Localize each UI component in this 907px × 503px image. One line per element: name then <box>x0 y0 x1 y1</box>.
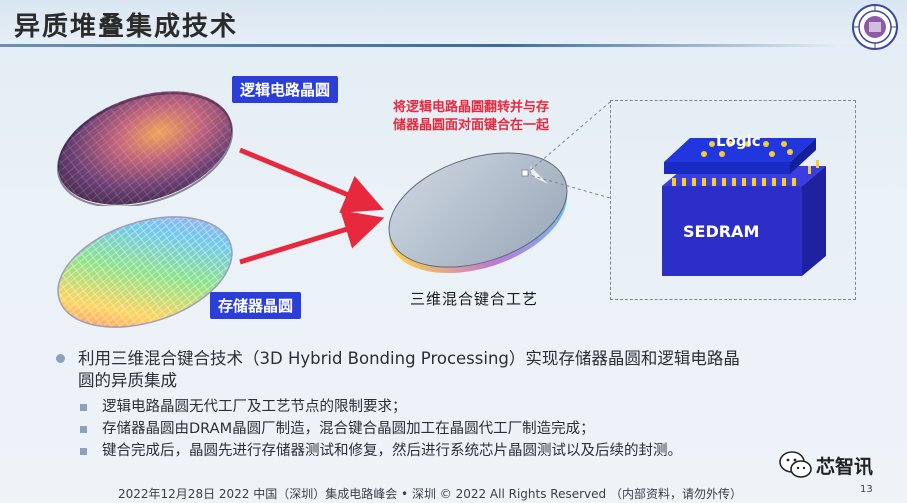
arrow-from-memory <box>239 210 385 265</box>
memory-wafer-image <box>57 216 233 328</box>
slide-title: 异质堆叠集成技术 <box>14 12 239 42</box>
logic-wafer-tag: 逻辑电路晶圆 <box>232 76 339 103</box>
header-bar <box>0 0 907 44</box>
main-bullet-line2: 圆的异质集成 <box>78 371 177 390</box>
arrow-from-logic <box>239 147 384 213</box>
university-seal-icon <box>852 4 898 50</box>
watermark: 芯智讯 <box>778 448 892 484</box>
bonding-arrows <box>239 147 385 265</box>
sub-bullet: 逻辑电路晶圆无代工厂及工艺节点的限制要求； <box>54 396 884 418</box>
bonding-caption-line1: 将逻辑电路晶圆翻转并与存 <box>392 100 549 115</box>
footer: 2022年12月28日 2022 中国（深圳）集成电路峰会 • 深圳 © 202… <box>118 487 742 501</box>
bonding-caption-line2: 储器晶圆面对面键合在一起 <box>392 118 549 133</box>
process-label: 三维混合键合工艺 <box>410 290 539 308</box>
sedram-label: SEDRAM <box>683 222 760 241</box>
bonded-wafer-image <box>388 152 568 274</box>
page-number: 13 <box>860 484 873 495</box>
logic-die-label: Logic <box>716 132 761 150</box>
zoom-connector-lines <box>521 101 611 199</box>
logic-wafer-image <box>56 91 234 206</box>
sub-bullet-list: 逻辑电路晶圆无代工厂及工艺节点的限制要求； 存储器晶圆由DRAM晶圆厂制造，混合… <box>54 396 884 462</box>
wechat-icon <box>779 451 812 478</box>
main-bullet-line1: 利用三维混合键合技术（3D Hybrid Bonding Processing）… <box>78 349 740 368</box>
logic-sedram-stack-image <box>662 138 826 276</box>
sub-bullet: 存储器晶圆由DRAM晶圆厂制造，混合键合晶圆加工在晶圆代工厂制造完成； <box>54 418 884 440</box>
memory-wafer-tag: 存储器晶圆 <box>210 292 302 319</box>
watermark-text: 芯智讯 <box>816 456 874 478</box>
sub-bullet: 键合完成后，晶圆先进行存储器测试和修复，然后进行系统芯片晶圆测试以及后续的封测。 <box>54 440 884 462</box>
title-underline <box>0 44 840 47</box>
bonding-caption: 将逻辑电路晶圆翻转并与存 储器晶圆面对面键合在一起 <box>366 99 576 135</box>
bullet-list: 利用三维混合键合技术（3D Hybrid Bonding Processing）… <box>54 348 884 462</box>
main-bullet: 利用三维混合键合技术（3D Hybrid Bonding Processing）… <box>54 348 884 392</box>
